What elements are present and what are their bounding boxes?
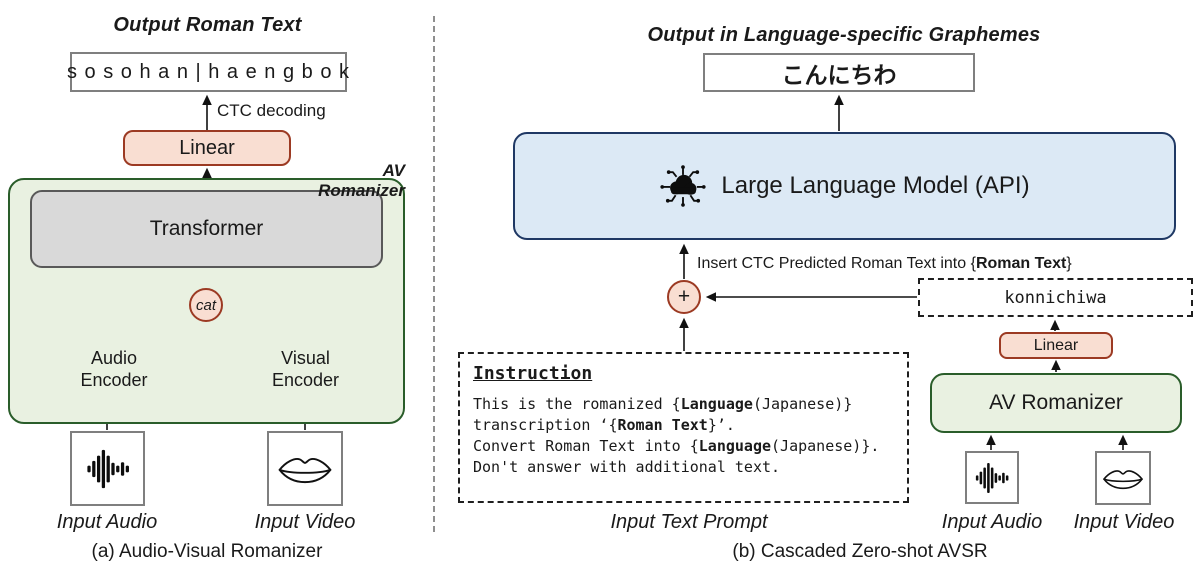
panel-b-caption: (b) Cascaded Zero-shot AVSR xyxy=(732,541,988,562)
instruction-line: This is the romanized {Language(Japanese… xyxy=(473,395,853,413)
input-audio-box-b xyxy=(965,451,1019,504)
ai-cloud-icon xyxy=(660,165,707,207)
visual-encoder-line2: Encoder xyxy=(271,370,340,390)
input-video-label-b: Input Video xyxy=(1073,511,1175,533)
instruction-line: Don't answer with additional text. xyxy=(473,458,781,476)
ctc-decoding-label: CTC decoding xyxy=(217,101,326,120)
predicted-roman-text-box: konnichiwa xyxy=(918,278,1193,317)
input-video-label-a: Input Video xyxy=(254,511,356,533)
input-text-prompt-label: Input Text Prompt xyxy=(610,511,768,533)
plus-node: + xyxy=(667,280,701,314)
insert-roman-text-label: Insert CTC Predicted Roman Text into {Ro… xyxy=(697,255,1072,272)
visual-encoder-label: Visual Encoder xyxy=(228,343,383,395)
panel-b-title: Output in Language-specific Graphemes xyxy=(647,23,1041,46)
llm-box: Large Language Model (API) xyxy=(513,132,1176,240)
audio-encoder-line1: Audio xyxy=(90,347,138,368)
lips-icon xyxy=(278,457,332,483)
concat-node: cat xyxy=(189,288,223,322)
instruction-line: transcription ‘{Roman Text}’. xyxy=(473,416,735,434)
av-romanizer-container-label: AV Romanizer xyxy=(318,161,405,200)
llm-label: Large Language Model (API) xyxy=(721,172,1030,199)
instruction-prompt-box: Instruction This is the romanized {Langu… xyxy=(458,352,909,503)
input-audio-box-a xyxy=(70,431,145,506)
transformer-box: Transformer xyxy=(30,190,383,268)
lips-icon xyxy=(1103,469,1143,489)
input-audio-label-a: Input Audio xyxy=(56,511,158,533)
input-audio-label-b: Input Audio xyxy=(941,511,1043,533)
roman-text-output-box: s o s o h a n | h a e n g b o k xyxy=(67,52,349,92)
input-video-box-b xyxy=(1095,451,1151,505)
panel-divider xyxy=(433,16,435,532)
audio-encoder-label: Audio Encoder xyxy=(45,343,183,395)
waveform-icon xyxy=(86,449,129,488)
av-romanizer-box-b: AV Romanizer xyxy=(930,373,1182,433)
visual-encoder-line1: Visual xyxy=(281,347,330,368)
panel-a-title: Output Roman Text xyxy=(113,13,302,36)
instruction-title: Instruction xyxy=(473,363,593,384)
audio-encoder-line2: Encoder xyxy=(80,370,148,390)
instruction-line: Convert Roman Text into {Language(Japane… xyxy=(473,437,880,455)
linear-layer-box-b: Linear xyxy=(999,332,1113,359)
grapheme-output-box: こんにちわ xyxy=(703,53,975,92)
waveform-icon xyxy=(975,462,1009,493)
linear-layer-box-a: Linear xyxy=(123,130,291,166)
panel-a-caption: (a) Audio-Visual Romanizer xyxy=(91,541,323,562)
input-video-box-a xyxy=(267,431,343,506)
